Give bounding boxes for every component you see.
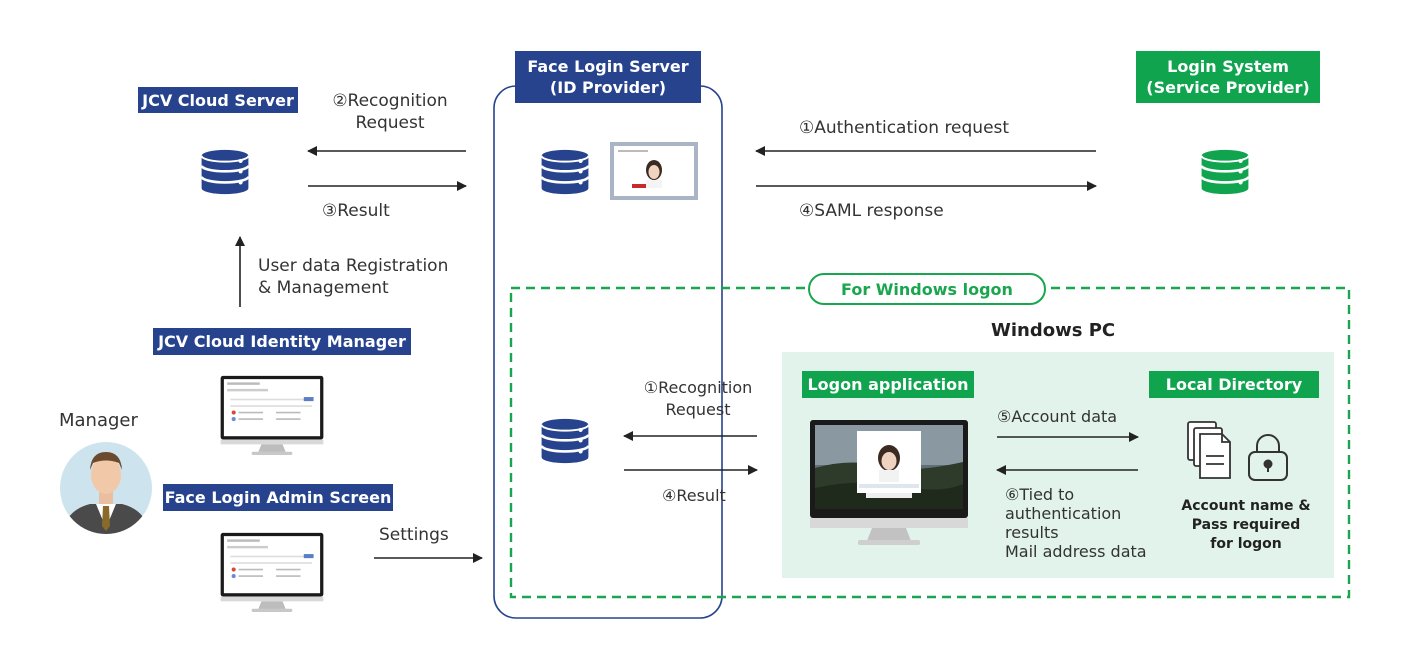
tied-results-line2: authentication	[1005, 504, 1122, 523]
jcv-cloud-server-label: JCV Cloud Server	[138, 87, 298, 113]
win-result-label: ④Result	[662, 486, 726, 505]
account-name-line2: Pass required	[1191, 517, 1301, 533]
account-name-line1: Account name &	[1181, 498, 1311, 514]
face-login-server-label: Face Login Server (ID Provider)	[515, 51, 701, 103]
manager-avatar-icon	[60, 442, 152, 534]
saml-response-label: ④SAML response	[799, 201, 944, 221]
win-recognition-label: ①Recognition Request	[628, 377, 768, 421]
account-name-note: Account name & Pass required for logon	[1170, 497, 1322, 554]
windows-pc-title: Windows PC	[991, 320, 1116, 341]
face-login-server-line2: (ID Provider)	[549, 78, 667, 97]
admin-screen-monitor-icon	[220, 532, 324, 612]
login-system-line2: (Service Provider)	[1146, 78, 1310, 97]
auth-request-label: ①Authentication request	[799, 118, 1010, 138]
recognition-request-line2: Request	[355, 113, 425, 133]
tied-results-line1: ⑥Tied to	[1005, 485, 1075, 504]
windows-logon-dashed-area	[509, 286, 1351, 599]
login-system-line1: Login System	[1167, 57, 1289, 76]
account-name-line3: for logon	[1210, 536, 1282, 552]
recognition-request-label: ②Recognition Request	[310, 90, 470, 134]
face-login-screen-thumbnail	[610, 142, 698, 200]
identity-manager-label: JCV Cloud Identity Manager	[153, 328, 411, 355]
for-windows-logon-badge: For Windows logon	[808, 273, 1046, 305]
win-recognition-line1: ①Recognition	[643, 378, 753, 397]
manager-label: Manager	[59, 410, 138, 431]
user-data-label: User data Registration & Management	[258, 255, 448, 299]
lock-icon	[1248, 434, 1288, 481]
account-data-label: ⑤Account data	[997, 407, 1118, 426]
recognition-request-line1: ②Recognition	[332, 91, 448, 111]
documents-icon	[1187, 421, 1231, 479]
local-directory-label: Local Directory	[1149, 371, 1319, 398]
face-login-server-line1: Face Login Server	[527, 57, 689, 76]
login-system-database-icon	[1199, 147, 1251, 197]
jcv-cloud-server-database-icon	[199, 147, 251, 197]
user-data-line1: User data Registration	[258, 256, 449, 276]
face-login-server-database-icon	[539, 147, 591, 197]
settings-label: Settings	[379, 525, 449, 545]
windows-database-icon	[539, 416, 591, 466]
login-system-label: Login System (Service Provider)	[1136, 51, 1320, 103]
tied-results-line3: results	[1005, 523, 1059, 542]
admin-screen-label: Face Login Admin Screen	[163, 484, 393, 511]
tied-results-line4: Mail address data	[1005, 542, 1147, 561]
user-data-line2: & Management	[258, 278, 389, 298]
windows-pc-monitor-icon	[810, 420, 968, 545]
win-recognition-line2: Request	[665, 400, 731, 419]
result-top-label: ③Result	[322, 201, 390, 221]
logon-application-label: Logon application	[802, 371, 974, 398]
tied-results-label: ⑥Tied to authentication results Mail add…	[1005, 485, 1147, 561]
identity-manager-monitor-icon	[220, 375, 324, 455]
